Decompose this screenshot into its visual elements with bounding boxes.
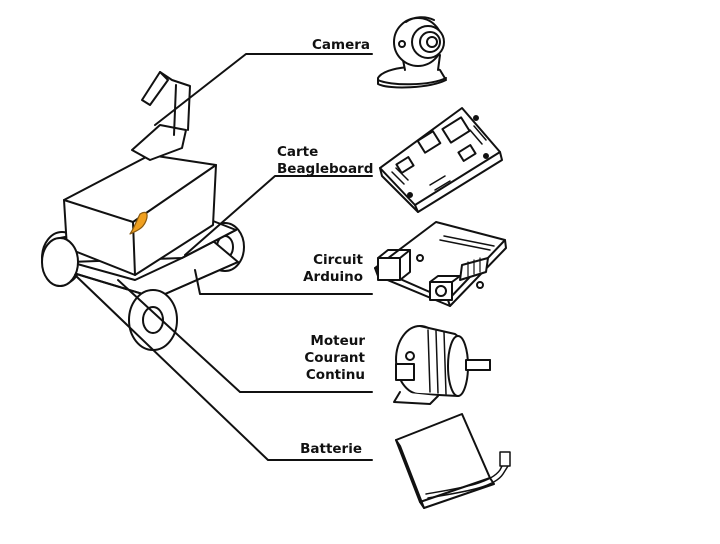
webcam-icon bbox=[377, 16, 447, 89]
circuit-board-icon bbox=[379, 107, 503, 213]
arduino-label: Circuit Arduino bbox=[303, 252, 363, 285]
dc-motor-icon bbox=[393, 325, 491, 405]
motor-label: Moteur Courant Continu bbox=[304, 333, 365, 383]
accent-logo bbox=[129, 211, 148, 235]
beagleboard-label: Carte Beagleboard bbox=[277, 144, 374, 177]
arduino-board-icon bbox=[374, 221, 507, 307]
battery-leader bbox=[74, 274, 373, 461]
battery-label: Batterie bbox=[300, 441, 362, 457]
motor-leader bbox=[117, 279, 373, 393]
beagleboard-leader bbox=[184, 175, 373, 256]
front-wheel bbox=[128, 289, 178, 351]
leader-lines bbox=[74, 53, 373, 461]
robot-cart-icon bbox=[41, 71, 245, 351]
front-left-wheel bbox=[41, 237, 79, 287]
camera-mast bbox=[131, 124, 187, 161]
camera-leader bbox=[154, 53, 373, 126]
camera-label: Camera bbox=[311, 37, 370, 53]
arduino-leader bbox=[194, 269, 373, 295]
battery-pack-icon bbox=[395, 413, 511, 509]
